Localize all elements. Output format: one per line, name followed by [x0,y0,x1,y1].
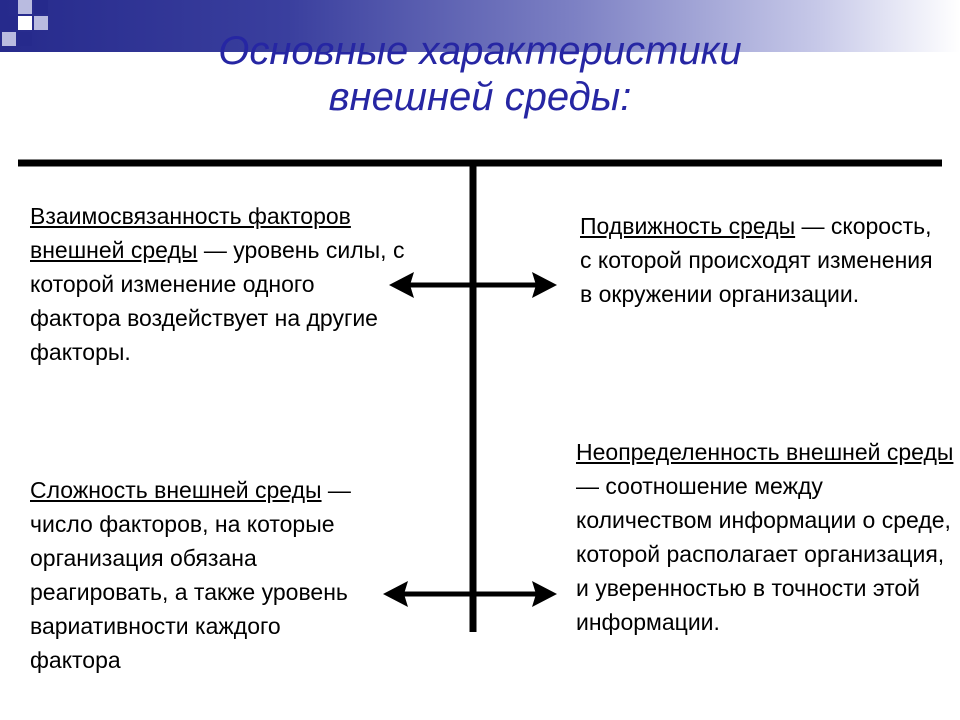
title-line-2: внешней среды: [328,75,632,119]
square-1 [18,0,32,14]
complexity-definition: — число факторов, на которые организация… [30,477,351,673]
interconnectedness-term: Взаимосвязанность факторов внешней среды [30,203,351,263]
uncertainty-definition: — соотношение между количеством информац… [576,473,951,635]
mobility-term: Подвижность среды [580,213,796,239]
square-4 [18,16,32,30]
top-banner [0,0,960,52]
square-2 [34,0,48,14]
slide-title: Основные характеристики внешней среды: [100,28,860,120]
interconnectedness-block: Взаимосвязанность факторов внешней среды… [30,199,410,369]
upper-double-arrow [389,272,557,298]
square-6 [18,32,32,46]
square-5 [34,16,48,30]
title-line-1: Основные характеристики [218,29,742,73]
square-3 [2,16,16,30]
complexity-term: Сложность внешней среды [30,477,322,503]
interconnectedness-definition: — уровень силы, с которой изменение одно… [30,237,405,365]
decorative-squares [0,0,80,60]
uncertainty-block: Неопределенность внешней среды — соотнош… [576,435,956,639]
mobility-block: Подвижность среды — скорость, с которой … [580,209,940,311]
uncertainty-term: Неопределенность внешней среды [576,439,954,465]
square-7 [2,32,16,46]
lower-double-arrow [383,581,557,607]
complexity-block: Сложность внешней среды — число факторов… [30,473,370,677]
mobility-definition: — скорость, с которой происходят изменен… [580,213,933,307]
